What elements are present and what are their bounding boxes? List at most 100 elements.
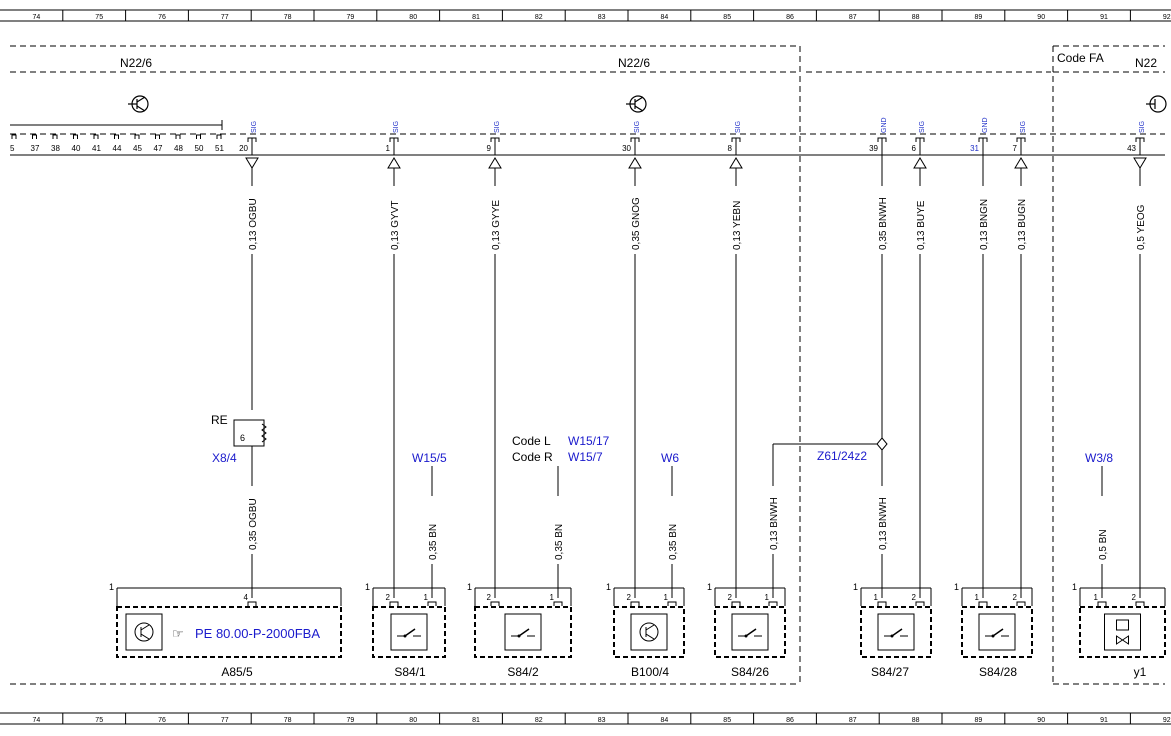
grid-column-label: 80 [409, 717, 417, 724]
w15-5-link[interactable]: W15/5 [412, 451, 447, 465]
wire-label: 0,35 BN [428, 524, 439, 560]
w15-17-link[interactable]: W15/17 [568, 434, 610, 448]
wires [245, 137, 1147, 598]
pin-number: 7 [1013, 144, 1018, 153]
component-label: B100/4 [631, 665, 669, 679]
code-fa-label: Code FA [1057, 51, 1104, 65]
grid-column-label: 75 [95, 14, 103, 21]
resistor-connector [233, 419, 267, 447]
grid-column-label: 86 [786, 717, 794, 724]
strip-pin-number: 38 [51, 144, 60, 153]
strip-pin-number: 50 [195, 144, 204, 153]
component-index: 1 [467, 582, 472, 592]
signal-label: SIG [735, 121, 742, 133]
grid-column-label: 82 [535, 717, 543, 724]
strip-pin-number: 40 [72, 144, 81, 153]
component-pin: 4 [244, 593, 249, 602]
grid-column-label: 88 [912, 717, 920, 724]
component-index: 1 [954, 582, 959, 592]
grid-column-label: 90 [1037, 14, 1045, 21]
grid-column-label: 87 [849, 717, 857, 724]
strip-pin-number: 37 [31, 144, 40, 153]
component-y1: 1 1 2 y1 [1072, 582, 1166, 679]
grid-column-label: 79 [347, 14, 355, 21]
component-label: y1 [1134, 665, 1147, 679]
grid-column-label: 82 [535, 14, 543, 21]
strip-pin-number: 5 [10, 144, 15, 153]
component-index: 1 [1072, 582, 1077, 592]
wire-label: 0,35 GNOG [631, 197, 642, 250]
grid-column-label: 76 [158, 14, 166, 21]
unit-label-main: N22/6 [618, 56, 650, 70]
wire-label: 0,13 BUYE [916, 200, 927, 250]
pin-number: 39 [869, 144, 878, 153]
z61-link[interactable]: Z61/24z2 [817, 449, 867, 463]
pe-reference-link[interactable]: PE 80.00-P-2000FBA [195, 626, 320, 641]
signal-label: SIG [251, 121, 258, 133]
transistor-icon [626, 95, 647, 113]
component-pin: 1 [1094, 593, 1099, 602]
component-pin: 2 [627, 593, 632, 602]
signal-label: SIG [494, 121, 501, 133]
re-label: RE [211, 413, 228, 427]
component-pin: 1 [424, 593, 429, 602]
grid-column-label: 75 [95, 717, 103, 724]
x8-4-link[interactable]: X8/4 [212, 451, 237, 465]
signal-label: SIG [393, 121, 400, 133]
component-pin: 2 [386, 593, 391, 602]
pin-number: 30 [622, 144, 631, 153]
component-pin: 2 [1132, 593, 1137, 602]
signal-label: GND [982, 117, 989, 133]
transistor-icon [128, 95, 149, 113]
unit-label-left: N22/6 [120, 56, 152, 70]
pin-number: 6 [912, 144, 917, 153]
grid-column-label: 79 [347, 717, 355, 724]
signal-label: SIG [1139, 121, 1146, 133]
component-pin: 2 [1013, 593, 1018, 602]
grid-column-label: 76 [158, 717, 166, 724]
grid-column-label: 83 [598, 717, 606, 724]
grid-column-label: 89 [975, 717, 983, 724]
wire-label: 0,13 BUGN [1017, 199, 1028, 250]
component-label: A85/5 [221, 665, 253, 679]
grid-column-label: 91 [1100, 717, 1108, 724]
wire-label: 0,13 GYYE [491, 200, 502, 250]
grid-column-label: 91 [1100, 14, 1108, 21]
w6-link[interactable]: W6 [661, 451, 679, 465]
component-pin: 2 [912, 593, 917, 602]
signal-label: SIG [919, 121, 926, 133]
w15-7-link[interactable]: W15/7 [568, 450, 603, 464]
w3-8-link[interactable]: W3/8 [1085, 451, 1113, 465]
component-label: S84/27 [871, 665, 909, 679]
grid-column-label: 77 [221, 717, 229, 724]
component-index: 1 [707, 582, 712, 592]
signal-label: SIG [634, 121, 641, 133]
pin-number: 43 [1127, 144, 1136, 153]
component-label: S84/28 [979, 665, 1017, 679]
control-unit-boundaries [10, 45, 1165, 685]
wire-label: 0,13 BNWH [769, 497, 780, 550]
grid-column-label: 87 [849, 14, 857, 21]
pe-reference-icon: ☞ [172, 626, 184, 641]
wire-label: 0,35 OGBU [248, 498, 259, 550]
component-pin: 1 [664, 593, 669, 602]
grid-column-label: 85 [723, 14, 731, 21]
strip-pin-number: 45 [133, 144, 142, 153]
strip-pin-number: 41 [92, 144, 101, 153]
pin-number: 8 [728, 144, 733, 153]
strip-pin-number: 47 [154, 144, 163, 153]
splice-node [876, 437, 888, 451]
component-index: 1 [606, 582, 611, 592]
wire-labels: SIG20SIG1SIG9SIG30SIG8GND39SIG6GND31SIG7… [239, 117, 1147, 560]
grid-column-label: 88 [912, 14, 920, 21]
component-label: S84/1 [394, 665, 426, 679]
wire-label: 0,35 BNWH [878, 197, 889, 250]
